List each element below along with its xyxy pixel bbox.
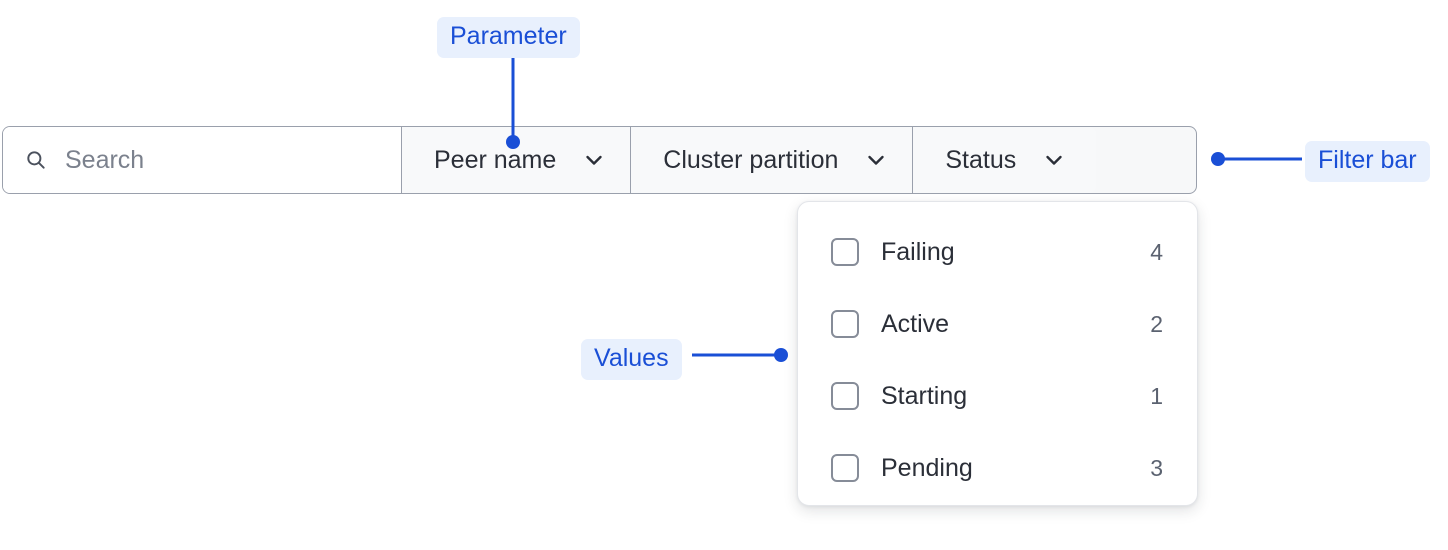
option-label: Pending	[881, 453, 973, 482]
list-item[interactable]: Failing 4	[798, 216, 1197, 288]
cluster-partition-dropdown-label: Cluster partition	[663, 145, 839, 174]
chevron-down-icon	[1042, 148, 1066, 172]
option-count: 1	[1150, 382, 1163, 409]
option-label: Failing	[881, 237, 955, 266]
status-dropdown-options[interactable]: Failing 4 Active 2 Starting 1 Pending 3	[797, 201, 1198, 506]
peer-name-dropdown[interactable]: Peer name	[401, 127, 631, 193]
chevron-down-icon	[864, 148, 888, 172]
checkbox-starting[interactable]	[831, 382, 859, 410]
chevron-down-icon	[582, 148, 606, 172]
list-item[interactable]: Pending 3	[798, 432, 1197, 504]
status-dropdown-trigger[interactable]: Status	[912, 127, 1097, 193]
cluster-partition-dropdown[interactable]: Cluster partition	[630, 127, 913, 193]
status-dropdown-label: Status	[945, 145, 1017, 174]
search-input[interactable]	[65, 145, 385, 175]
annotation-label-filter-bar: Filter bar	[1305, 141, 1430, 182]
peer-name-dropdown-label: Peer name	[434, 145, 557, 174]
list-item[interactable]: Starting 1	[798, 360, 1197, 432]
list-item[interactable]: Active 2	[798, 288, 1197, 360]
checkbox-pending[interactable]	[831, 454, 859, 482]
option-label: Active	[881, 309, 950, 338]
annotation-label-parameter: Parameter	[437, 17, 580, 58]
option-count: 4	[1150, 238, 1163, 265]
annotation-label-values: Values	[581, 339, 682, 380]
search-field[interactable]	[3, 127, 401, 193]
checkbox-failing[interactable]	[831, 238, 859, 266]
checkbox-active[interactable]	[831, 310, 859, 338]
option-count: 3	[1150, 454, 1163, 481]
search-icon	[25, 149, 65, 171]
option-count: 2	[1150, 310, 1163, 337]
filter-bar[interactable]: Peer name Cluster partition Status	[2, 126, 1197, 194]
option-label: Starting	[881, 381, 968, 410]
